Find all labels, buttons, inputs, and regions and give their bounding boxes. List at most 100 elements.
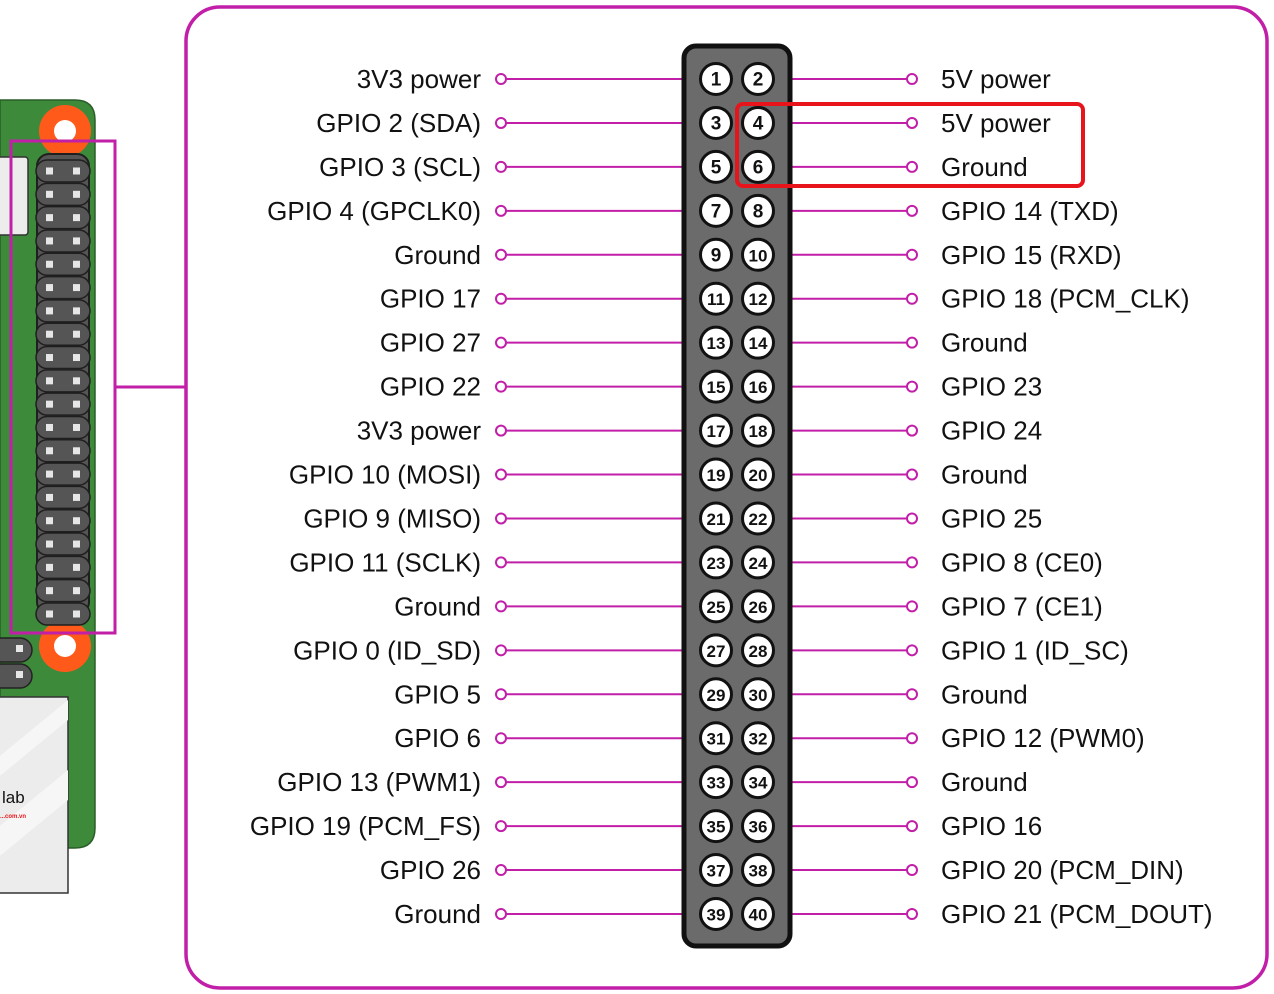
pin-7 (699, 193, 733, 228)
pin-label-21: GPIO 9 (MISO) (303, 503, 481, 533)
pin-number-1: 1 (711, 70, 722, 91)
pin-label-31: GPIO 6 (394, 723, 481, 753)
board-header-row (35, 205, 91, 230)
pin-number-25: 25 (707, 598, 726, 617)
pin-number-31: 31 (707, 730, 726, 749)
pin-37 (699, 853, 733, 888)
pin-label-30: Ground (941, 679, 1028, 709)
leader-endpoint-pin-40 (906, 908, 918, 920)
pin-label-23: GPIO 11 (SCLK) (289, 547, 481, 577)
pin-label-39: Ground (394, 899, 481, 929)
pin-number-37: 37 (707, 862, 726, 881)
board-chip (0, 156, 29, 236)
pin-label-35: GPIO 19 (PCM_FS) (250, 811, 481, 841)
board-header-pin (73, 587, 80, 595)
raspberry-pi-board: lab ...com.vn (0, 99, 186, 894)
pin-label-1: 3V3 power (357, 64, 482, 94)
pin-label-3: GPIO 2 (SDA) (316, 108, 481, 138)
board-header-pin (46, 447, 53, 455)
pin-13 (699, 325, 733, 360)
pin-1 (699, 62, 733, 96)
leader-endpoint-pin-25 (495, 600, 507, 613)
board-header-pin (46, 610, 53, 618)
pin-number-26: 26 (749, 598, 768, 617)
pin-label-16: GPIO 23 (941, 372, 1042, 402)
pin-25 (699, 589, 733, 624)
pin-16 (741, 369, 775, 404)
pin-number-13: 13 (707, 334, 726, 353)
board-header-pin (73, 190, 80, 198)
pin-11 (699, 281, 733, 316)
board-header-pin (73, 354, 80, 362)
pin-number-11: 11 (707, 290, 725, 309)
pin-label-18: GPIO 24 (941, 416, 1042, 446)
pin-label-33: GPIO 13 (PWM1) (277, 767, 481, 797)
board-header-pin (73, 260, 80, 268)
pin-number-18: 18 (749, 422, 768, 441)
leader-endpoint-pin-2 (906, 73, 918, 85)
leader-endpoint-pin-23 (495, 556, 507, 569)
board-header-row (35, 555, 91, 580)
leader-endpoint-pin-27 (495, 644, 507, 657)
pin-label-25: Ground (394, 591, 481, 621)
board-header-pin (46, 260, 53, 268)
board-header-row (35, 532, 91, 556)
pin-number-40: 40 (749, 906, 768, 925)
board-header-pin (73, 493, 80, 501)
leader-endpoint-pin-31 (495, 732, 507, 745)
pin-number-27: 27 (707, 642, 726, 661)
pin-label-6: Ground (941, 152, 1028, 182)
board-header-pin (46, 284, 53, 292)
leader-endpoint-pin-24 (906, 556, 918, 569)
pin-number-15: 15 (707, 378, 726, 397)
pin-28 (741, 633, 775, 668)
pin-number-17: 17 (707, 422, 726, 441)
board-header-row (35, 415, 91, 440)
pin-number-10: 10 (749, 246, 768, 265)
board-header-pin (73, 447, 80, 455)
pin-number-34: 34 (749, 774, 768, 793)
leader-endpoint-pin-19 (495, 468, 507, 481)
board-header-pin (46, 400, 53, 408)
mount-hole-bottom-inner (54, 635, 76, 657)
leader-endpoint-pin-28 (906, 644, 918, 657)
pin-label-22: GPIO 25 (941, 503, 1042, 533)
pin-40 (741, 897, 775, 931)
pin-number-6: 6 (753, 157, 764, 178)
leader-endpoint-pin-8 (906, 204, 918, 217)
board-header-pin (46, 330, 53, 338)
pin-8 (741, 193, 775, 228)
leader-endpoint-pin-20 (906, 468, 918, 481)
pin-number-8: 8 (753, 201, 764, 222)
board-header-pin (73, 330, 80, 338)
leader-lines (495, 73, 918, 920)
board-header-row (35, 322, 91, 346)
board-header-pin (73, 540, 80, 548)
board-header-pin (46, 190, 53, 198)
pin-number-12: 12 (749, 290, 768, 309)
pin-17 (699, 413, 733, 448)
pin-number-24: 24 (749, 554, 768, 573)
board-header-pin (73, 307, 80, 315)
pin-label-14: Ground (941, 328, 1028, 358)
pin-label-37: GPIO 26 (380, 855, 481, 885)
board-header-row (35, 369, 91, 393)
pin-label-11: GPIO 17 (380, 284, 481, 314)
board-header-row (35, 392, 91, 416)
board-header-pin (46, 307, 53, 315)
board-header-pin (73, 214, 80, 222)
pin-label-15: GPIO 22 (380, 372, 481, 402)
pin-33 (699, 765, 733, 800)
pin-number-19: 19 (707, 466, 726, 485)
pin-22 (741, 501, 775, 536)
leader-endpoint-pin-29 (495, 688, 507, 701)
leader-endpoint-pin-10 (906, 248, 918, 261)
pin-label-10: GPIO 15 (RXD) (941, 240, 1122, 270)
board-header-row (35, 252, 91, 277)
pin-10 (741, 237, 775, 272)
leader-endpoint-pin-36 (906, 820, 918, 833)
pin-label-20: Ground (941, 460, 1028, 490)
board-header-row (35, 578, 91, 603)
side-connector (0, 637, 33, 689)
leader-endpoint-pin-14 (906, 336, 918, 349)
